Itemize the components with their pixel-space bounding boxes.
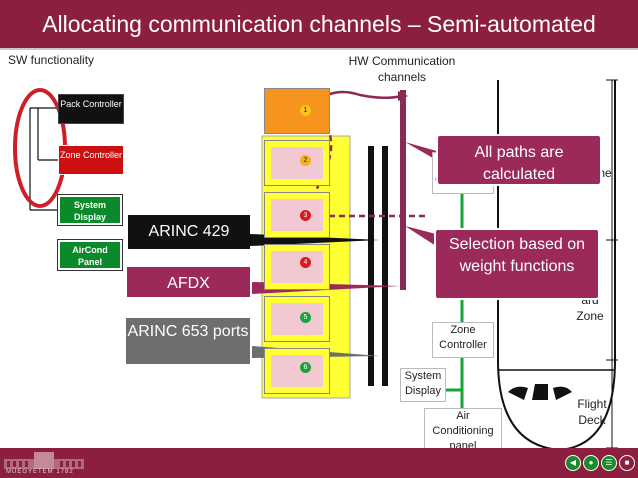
slide-title: Allocating communication channels – Semi… xyxy=(42,11,596,37)
afdx-callout: AFDX xyxy=(125,265,252,299)
footer-bar xyxy=(0,448,638,478)
arinc429-callout: ARINC 429 xyxy=(128,215,250,249)
university-building-logo xyxy=(4,452,84,469)
slot-3 xyxy=(264,192,330,238)
arinc653-callout: ARINC 653 ports xyxy=(124,316,252,366)
nav-home-icon[interactable]: ● xyxy=(583,455,599,471)
hw-channels-label: HW Communication channels xyxy=(348,54,456,84)
system-display-box: System Display xyxy=(57,194,123,226)
slot-number-4: 4 xyxy=(300,257,311,268)
hw-system-display-label: System Display xyxy=(400,368,446,402)
slot-4 xyxy=(264,244,330,290)
flight-deck-label: Flight Deck xyxy=(577,397,607,427)
slot-number-1: 1 xyxy=(300,105,311,116)
slot-number-2: 2 xyxy=(300,155,311,166)
zone-controller-box: Zone Controller xyxy=(58,145,124,175)
slot-number-6: 6 xyxy=(300,362,311,373)
nav-menu-icon[interactable]: ☰ xyxy=(601,455,617,471)
title-bar: Allocating communication channels – Semi… xyxy=(0,0,638,50)
slot-1 xyxy=(264,88,330,134)
sw-functionality-label: SW functionality xyxy=(8,53,95,67)
slot-2 xyxy=(264,140,330,186)
all-paths-callout: All paths are calculated xyxy=(436,134,602,186)
hw-zone-controller-label: Zone Controller xyxy=(432,322,494,358)
slot-6 xyxy=(264,348,330,394)
slot-number-5: 5 xyxy=(300,312,311,323)
nav-end-icon[interactable]: ■ xyxy=(619,455,635,471)
pack-controller-box: Pack Controller xyxy=(58,94,124,124)
slot-number-3: 3 xyxy=(300,210,311,221)
nav-back-icon[interactable]: ◀ xyxy=(565,455,581,471)
aircond-panel-box: AirCond Panel xyxy=(57,239,123,271)
selection-callout: Selection based on weight functions xyxy=(434,228,600,300)
footer-logo-text: MŰEGYETEM 1782 xyxy=(6,469,74,475)
slot-5 xyxy=(264,296,330,342)
